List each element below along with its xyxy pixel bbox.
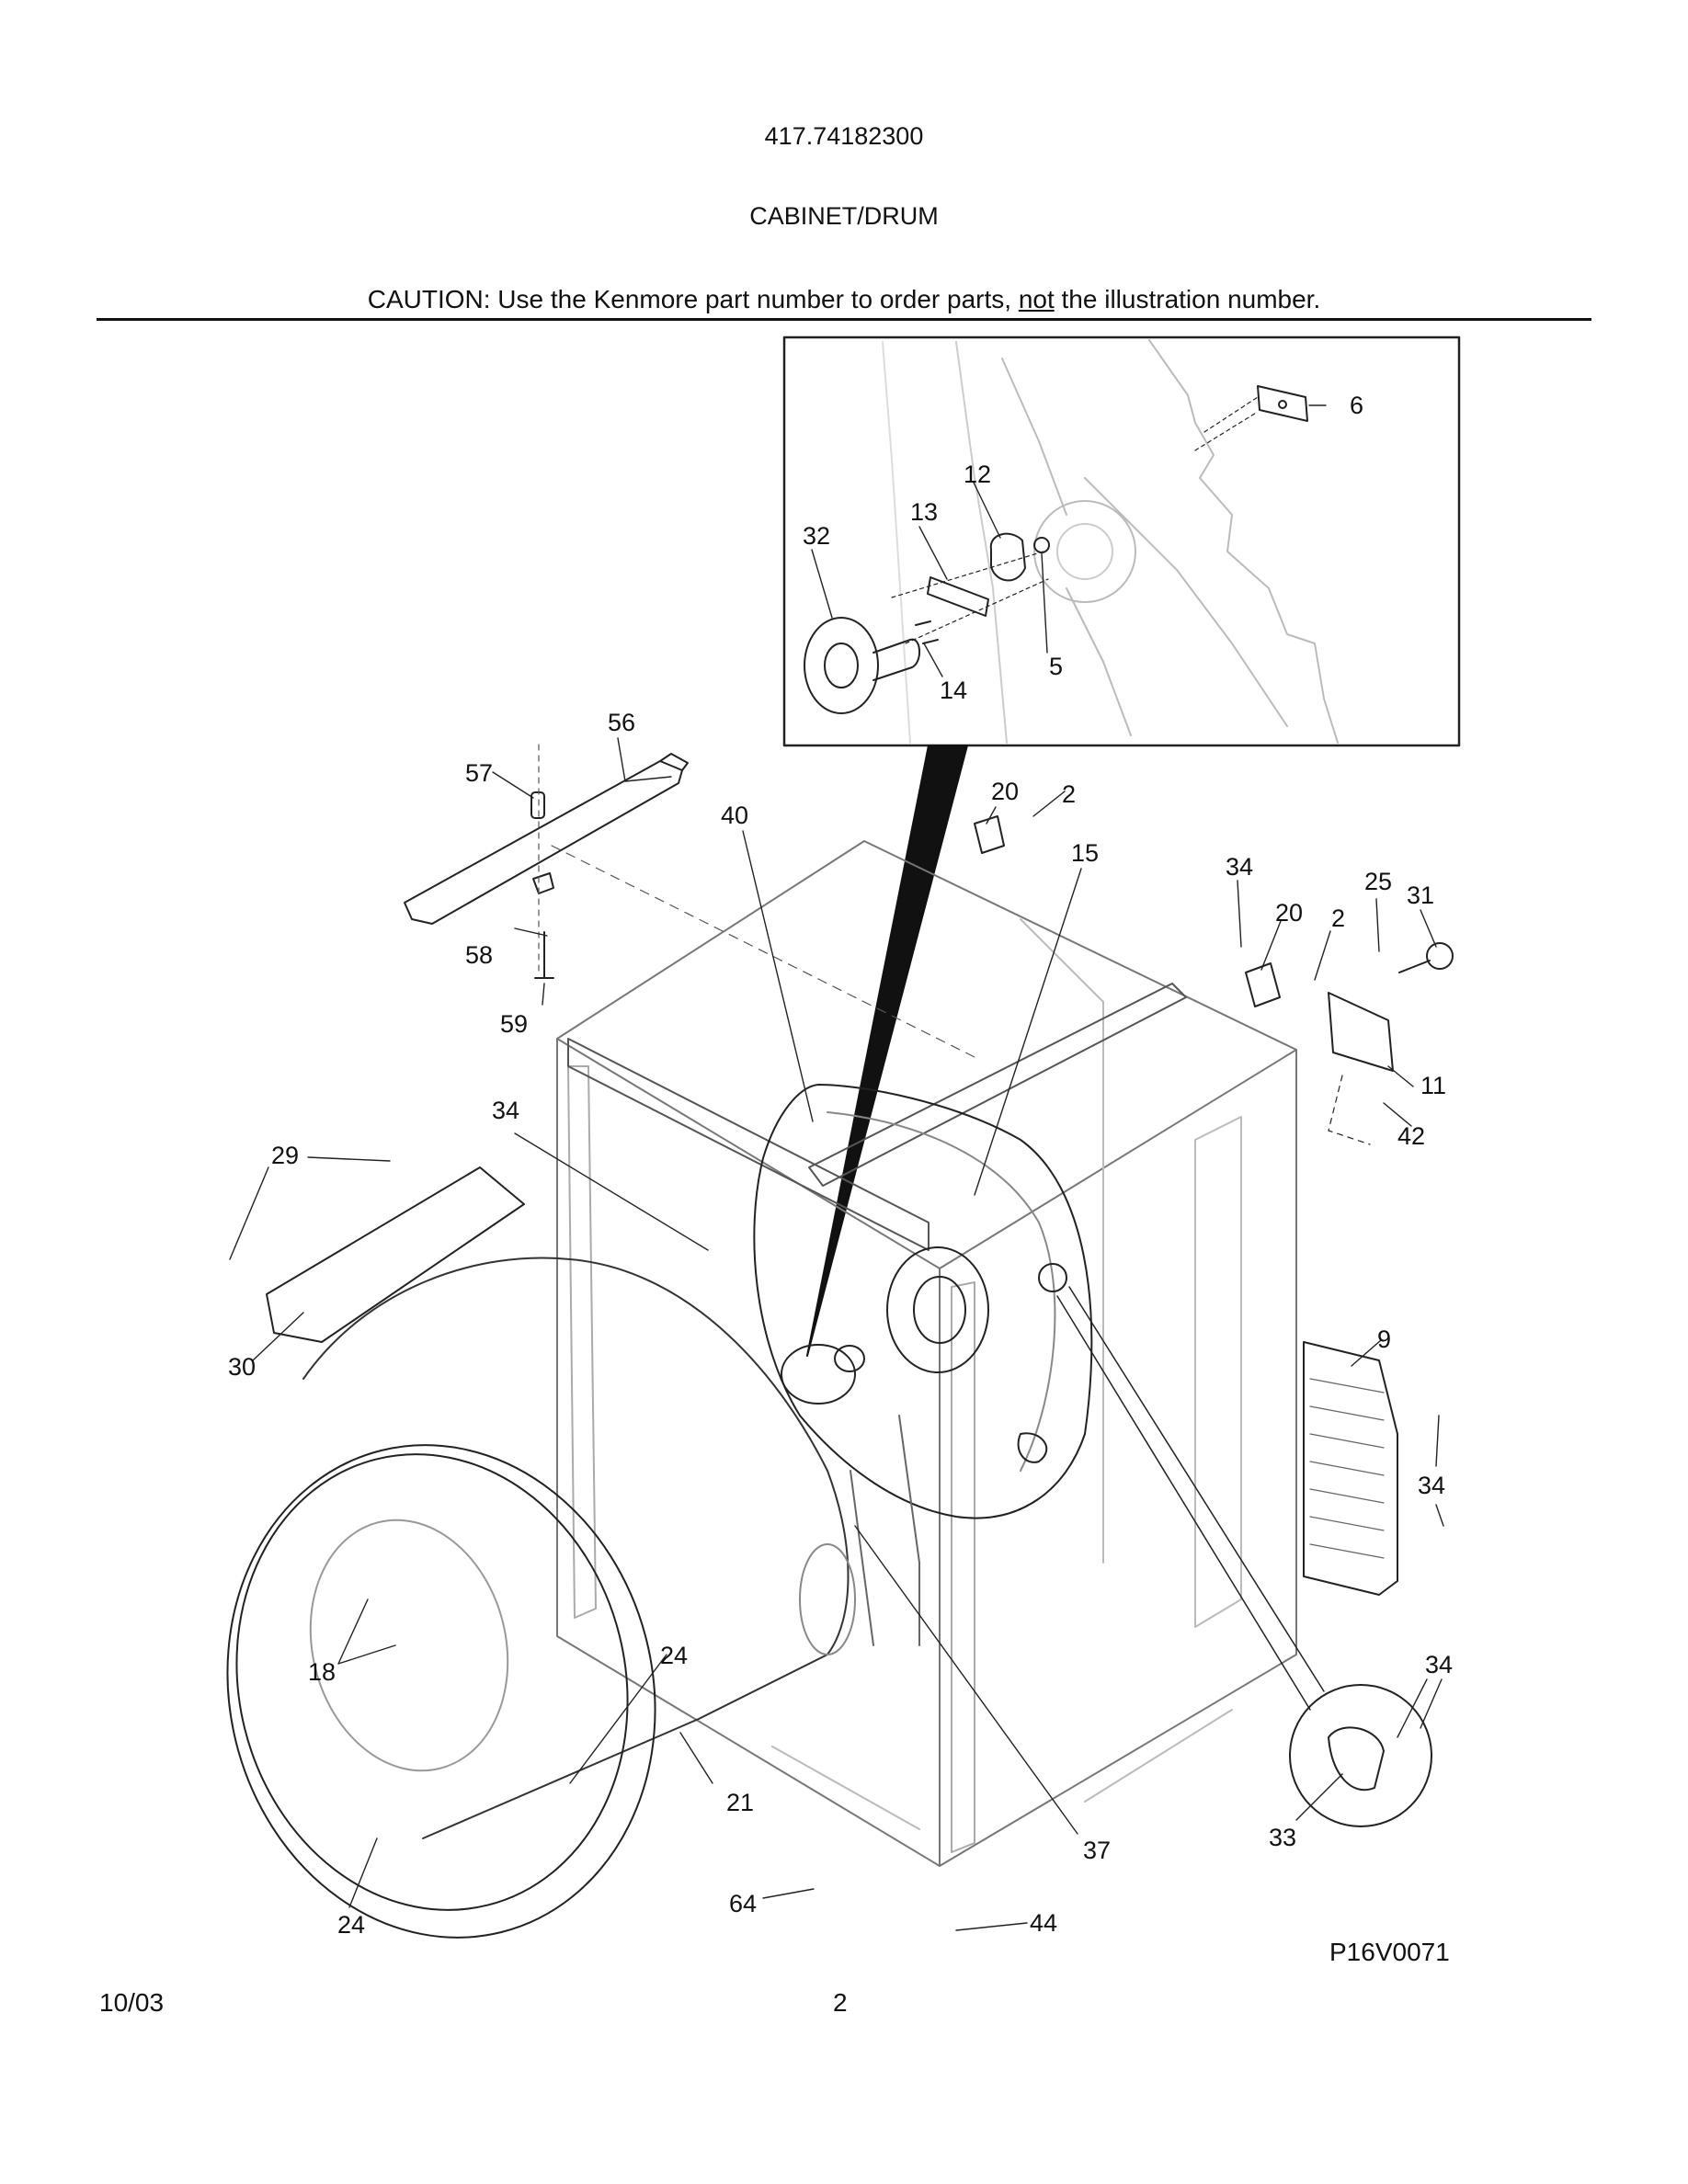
callout-15: 15: [1071, 839, 1099, 867]
caution-prefix: CAUTION: Use the Kenmore part number to …: [367, 285, 1019, 313]
callout-13: 13: [910, 498, 938, 526]
callout-34-top: 34: [1226, 853, 1253, 881]
callout-58: 58: [465, 941, 493, 969]
callout-29: 29: [271, 1142, 299, 1169]
revision-date: 10/03: [99, 1988, 165, 2017]
callout-59: 59: [500, 1010, 528, 1038]
callout-25: 25: [1364, 868, 1392, 895]
inset-detail-box: [782, 336, 1461, 747]
callout-18: 18: [308, 1658, 336, 1686]
callout-31: 31: [1407, 882, 1434, 909]
callout-2-right: 2: [1331, 904, 1345, 932]
right-side-parts: [266, 815, 1454, 1827]
page-number: 2: [833, 1988, 848, 2017]
callout-11: 11: [1420, 1072, 1446, 1099]
caution-note: CAUTION: Use the Kenmore part number to …: [0, 285, 1688, 314]
callout-56: 56: [608, 709, 635, 736]
callout-57: 57: [465, 759, 493, 787]
top-bracket-assembly: [404, 744, 975, 1058]
callout-34-vent: 34: [1418, 1472, 1445, 1499]
cabinet: [556, 840, 1297, 1867]
callout-14: 14: [940, 677, 967, 704]
inset-pointer: [806, 745, 968, 1357]
callout-12: 12: [964, 461, 991, 488]
caution-suffix: the illustration number.: [1054, 285, 1321, 313]
header-rule: [97, 318, 1591, 321]
callout-34-thermostat: 34: [1425, 1651, 1453, 1678]
callout-44: 44: [1030, 1909, 1057, 1937]
callout-6: 6: [1350, 392, 1363, 419]
callout-24-bottom: 24: [337, 1911, 365, 1939]
callout-42: 42: [1397, 1122, 1425, 1150]
callout-20: 20: [991, 778, 1019, 805]
callout-37: 37: [1083, 1837, 1111, 1864]
callout-30: 30: [228, 1353, 256, 1381]
callout-64: 64: [729, 1890, 757, 1917]
callout-33: 33: [1269, 1824, 1296, 1851]
callout-5: 5: [1049, 653, 1063, 680]
callout-34-left: 34: [492, 1097, 519, 1124]
callout-32: 32: [803, 522, 830, 550]
callout-20-right: 20: [1275, 899, 1303, 927]
model-number: 417.74182300: [764, 122, 924, 150]
callout-24-top: 24: [660, 1642, 688, 1669]
callout-9: 9: [1377, 1325, 1391, 1353]
callout-labels: 6 12 13 32 5 14 56 57 40 20 2 15 34 20 2…: [228, 392, 1453, 1939]
figure-code: P16V0071: [1329, 1938, 1450, 1966]
leader-lines: [229, 404, 1444, 1931]
caution-emphasis: not: [1018, 285, 1055, 313]
drum: [226, 1257, 856, 1939]
callout-21: 21: [726, 1789, 754, 1816]
rear-bulkhead: [753, 1084, 1093, 1646]
section-title: CABINET/DRUM: [749, 202, 939, 230]
callout-40: 40: [721, 802, 748, 829]
callout-2: 2: [1062, 780, 1076, 808]
